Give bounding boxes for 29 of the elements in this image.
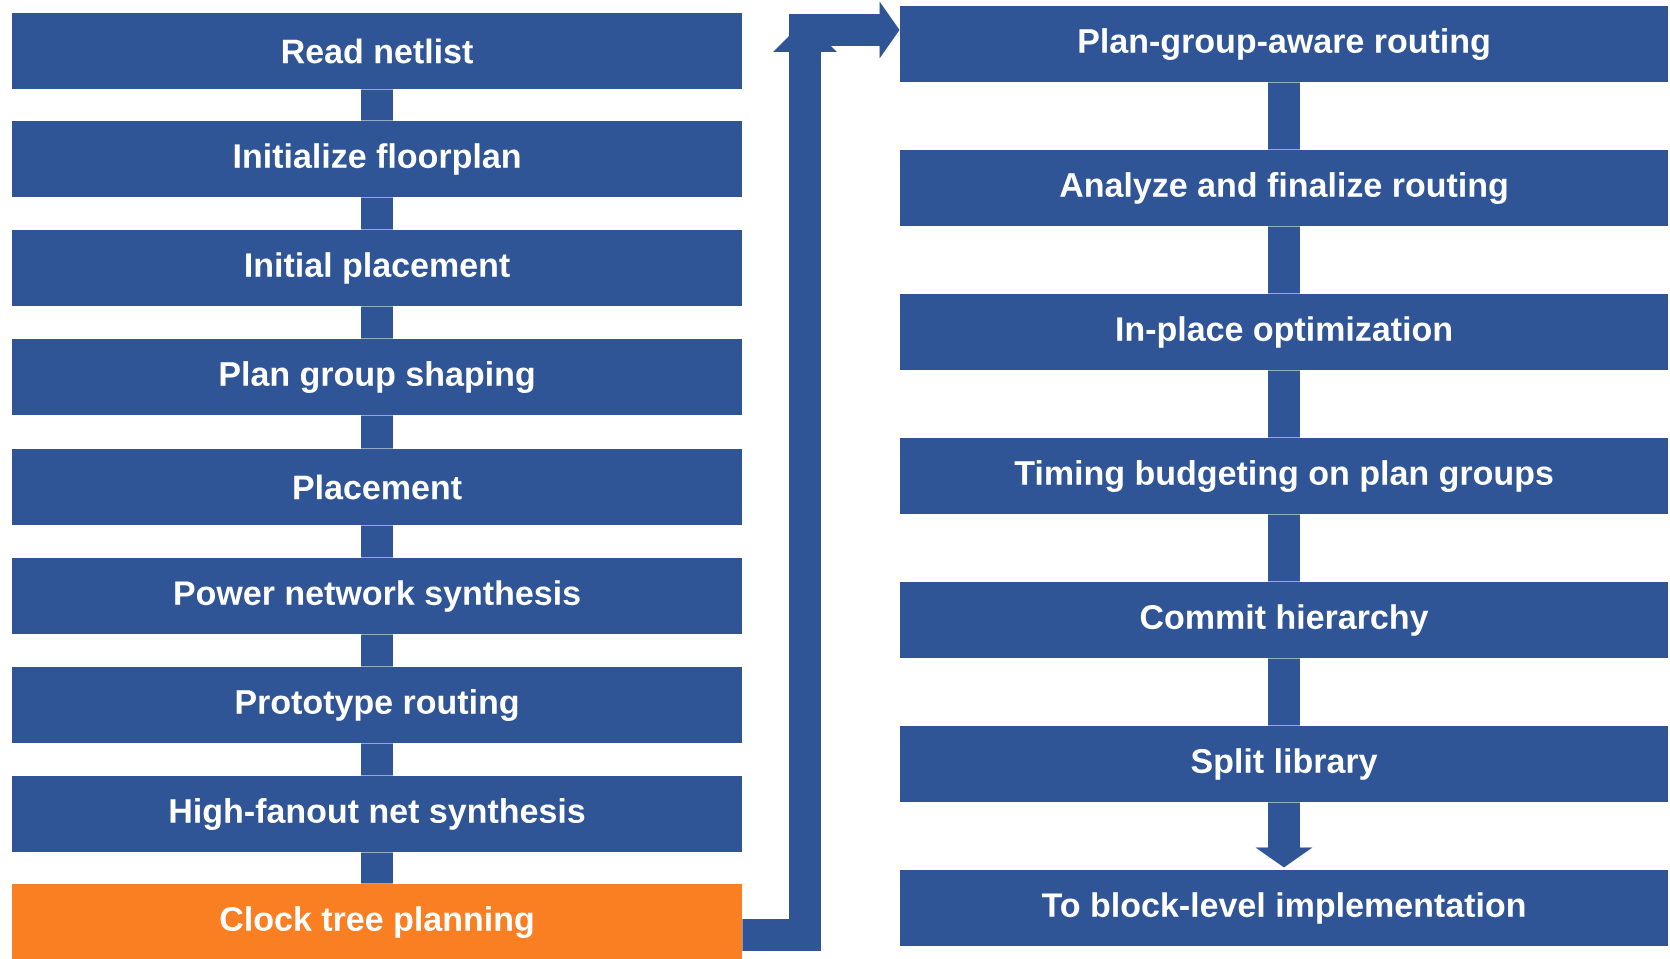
connector — [361, 634, 393, 667]
connector — [361, 306, 393, 339]
process-box: In-place optimization — [900, 294, 1668, 370]
connector — [361, 415, 393, 449]
process-box: Clock tree planning — [12, 884, 742, 959]
process-box: Plan group shaping — [12, 339, 742, 415]
process-box: To block-level implementation — [900, 870, 1668, 946]
process-box: High-fanout net synthesis — [12, 776, 742, 852]
process-box: Initial placement — [12, 230, 742, 306]
connector — [1268, 370, 1300, 438]
process-box: Timing budgeting on plan groups — [900, 438, 1668, 514]
connector — [361, 852, 393, 884]
process-box: Split library — [900, 726, 1668, 802]
connector — [361, 197, 393, 230]
process-box: Initialize floorplan — [12, 121, 742, 197]
connector — [1268, 82, 1300, 150]
process-box: Placement — [12, 449, 742, 525]
connector — [361, 743, 393, 776]
process-box: Power network synthesis — [12, 558, 742, 634]
connector — [361, 89, 393, 121]
process-box: Commit hierarchy — [900, 582, 1668, 658]
arrow — [742, 1, 900, 951]
process-box: Read netlist — [12, 13, 742, 89]
connector — [361, 525, 393, 558]
process-box: Prototype routing — [12, 667, 742, 743]
process-box: Analyze and finalize routing — [900, 150, 1668, 226]
connector — [1268, 226, 1300, 294]
connector — [1268, 658, 1300, 726]
connector — [1268, 514, 1300, 582]
